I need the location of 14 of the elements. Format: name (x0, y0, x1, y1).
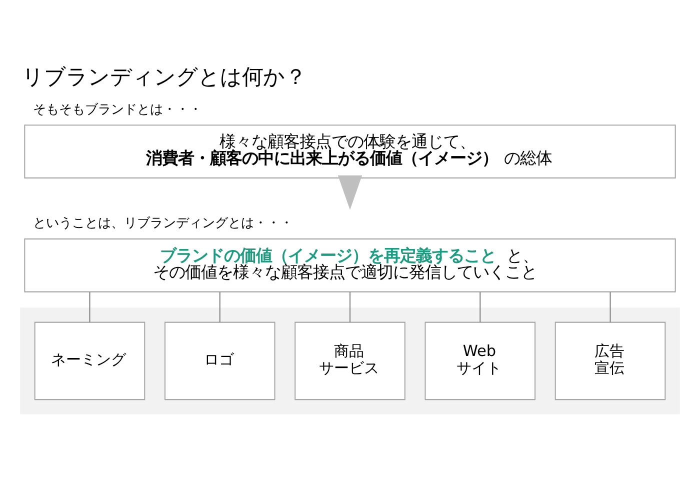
node-box: ロゴ (164, 321, 276, 400)
connector (480, 292, 481, 322)
node-box: 広告宣伝 (554, 321, 666, 400)
node-label: ということは、リブランディングとは・・・ (32, 216, 293, 231)
connector (219, 292, 220, 322)
node-label: そもそもブランドとは・・・ (32, 102, 202, 117)
cluster (20, 307, 680, 414)
arrow (338, 174, 362, 210)
connector (89, 292, 90, 322)
node-box: ネーミング (34, 321, 146, 400)
connector (610, 292, 611, 322)
diagram-title: リブランディングとは何か？ (22, 64, 306, 90)
node-box: 商品サービス (294, 321, 406, 400)
node-box: Webサイト (424, 321, 536, 400)
